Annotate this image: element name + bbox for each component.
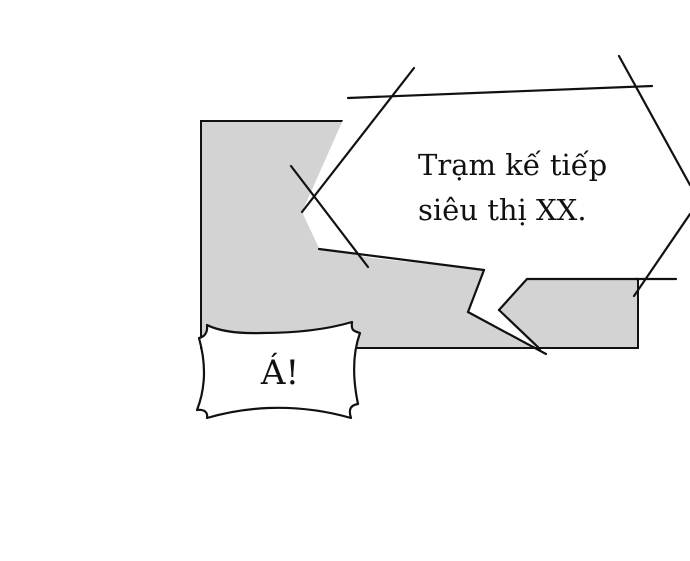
speech-bubble-shape: [302, 86, 690, 352]
speech-bubble-outline: [289, 54, 690, 356]
shout-bubble-text: Á!: [260, 353, 300, 393]
speech-bubble-text: Trạm kế tiếp siêu thị XX.: [418, 143, 658, 233]
speech-line-2: siêu thị XX.: [418, 193, 587, 227]
shout-bubble-shape: [195, 320, 362, 420]
speech-line-1: Trạm kế tiếp: [418, 148, 608, 182]
